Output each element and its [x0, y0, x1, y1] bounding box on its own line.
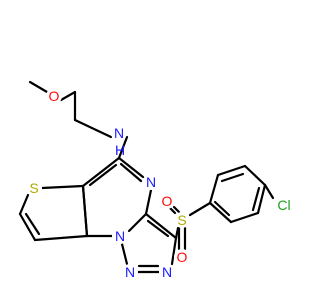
atom-n-amine: N H — [111, 125, 127, 158]
bond-c7a-c5 — [81, 156, 121, 188]
atom-n-triazole-2: N — [159, 264, 175, 280]
atom-label-h-amine: H — [115, 142, 125, 158]
bond-c3t-c9a — [33, 234, 89, 242]
atom-n-pyrimidine: N — [143, 174, 159, 190]
atom-label-s-sulfonyl: S — [177, 212, 186, 228]
bond-s-o1a — [168, 206, 177, 215]
bond-ar-5-6 — [229, 211, 260, 224]
bond-c7a-c5-inner — [88, 163, 118, 187]
atom-s-sulfonyl: S — [174, 212, 190, 228]
atom-label-n-pyrimidine: N — [146, 174, 156, 190]
atom-s-thiophene: S — [26, 180, 42, 196]
bond-c9a-c7a-2 — [81, 184, 89, 238]
bond-nbridge-n1 — [120, 242, 129, 266]
bond-ar-cl — [263, 183, 275, 200]
atom-n-bridge: N — [112, 228, 128, 244]
bond-c2t-c3t — [18, 212, 37, 242]
bond-methyl-o — [28, 80, 49, 94]
bond-c3a-nbridge — [127, 212, 148, 233]
bond-ar-6-1 — [208, 201, 233, 224]
bond-ar-3-4 — [243, 164, 267, 187]
atom-cl: Cl — [274, 195, 294, 215]
atom-label-n-triazole-2: N — [162, 264, 172, 280]
atom-label-s-thiophene: S — [29, 180, 38, 196]
atom-label-cl: Cl — [277, 197, 290, 213]
bond-ch2-nh — [73, 118, 113, 139]
bond-s-c2t — [18, 193, 30, 216]
bond-nh-c5 — [117, 135, 129, 160]
bond-n2-c3 — [170, 236, 178, 266]
atom-layer: O N H S N N N N S — [26, 88, 294, 280]
bond-s-o1b — [172, 205, 181, 214]
bond-ar-2-3 — [216, 164, 247, 177]
bond-c5-n4 — [117, 156, 145, 179]
bond-c7a-s — [40, 184, 85, 190]
bond-ar-4-5-inner — [251, 186, 261, 212]
atom-label-n-triazole-1: N — [125, 264, 135, 280]
bond-ar-1-2 — [208, 173, 220, 205]
bond-s-caryl — [188, 201, 212, 217]
bond-c5-n4-inner — [119, 162, 143, 183]
atom-label-n-amine: N — [114, 125, 124, 141]
molecule-canvas: O N H S N N N N S — [18, 80, 294, 280]
bond-c2t-c3t-inner — [24, 212, 41, 236]
atom-o-sulfonyl-top: O — [159, 193, 175, 209]
atom-n-triazole-1: N — [122, 264, 138, 280]
structure-diagram: O N H S N N N N S — [18, 80, 294, 280]
atom-label-n-bridge: N — [115, 228, 125, 244]
bond-n4-c3a — [144, 188, 153, 216]
bond-ar-2-3-inner — [220, 172, 245, 183]
bond-ar-4-5 — [256, 183, 267, 215]
bond-c3-s — [174, 226, 180, 240]
atom-label-o-methoxy: O — [49, 88, 60, 104]
atom-label-o-sulfonyl-top: O — [162, 193, 173, 209]
bond-c3-c3a — [144, 212, 178, 240]
bond-o-ch2 — [59, 90, 77, 102]
atom-label-o-sulfonyl-bottom: O — [177, 249, 188, 265]
atom-o-sulfonyl-bottom: O — [174, 249, 190, 265]
bond-layer — [18, 80, 275, 274]
bond-c3-c3a-inner — [146, 219, 170, 238]
bond-ar-6-1-inner — [213, 200, 231, 217]
atom-o-methoxy: O — [46, 88, 62, 104]
